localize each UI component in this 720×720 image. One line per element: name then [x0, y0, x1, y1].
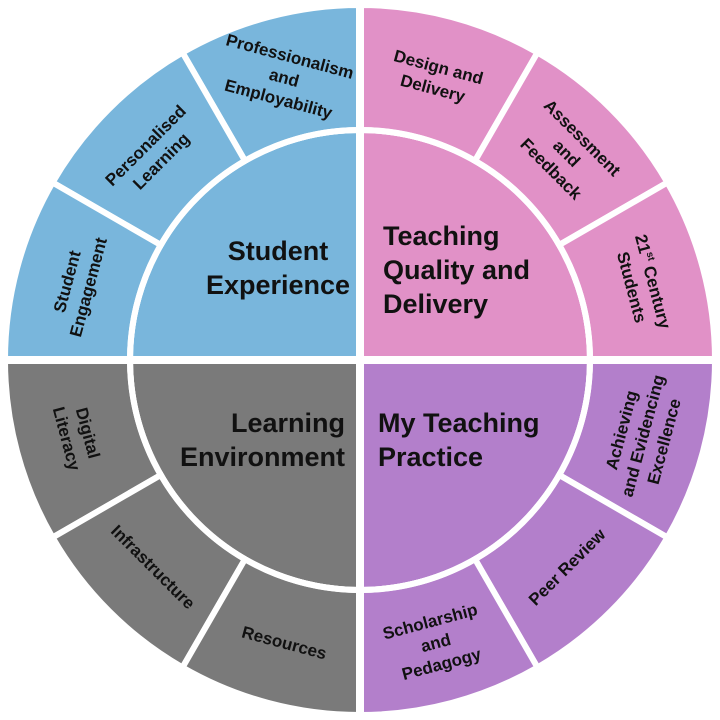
superscript: st	[644, 251, 657, 263]
quadrant-title-line: Practice	[378, 442, 483, 472]
inner-ring-divider	[127, 127, 593, 593]
quadrant-title-line: Quality and	[383, 255, 530, 285]
quadrant-title-line: My Teaching	[378, 408, 540, 438]
quadrant-title-line: Teaching	[383, 221, 500, 251]
labels-layer: ProfessionalismandEmployabilityPersonali…	[49, 31, 685, 684]
quadrant-title-line: Student	[228, 236, 329, 266]
quadrant-title-line: Learning	[231, 408, 345, 438]
quadrant-title-line: Environment	[180, 442, 345, 472]
quadrant-title-line: Experience	[206, 270, 350, 300]
quadrant-title-line: Delivery	[383, 289, 488, 319]
